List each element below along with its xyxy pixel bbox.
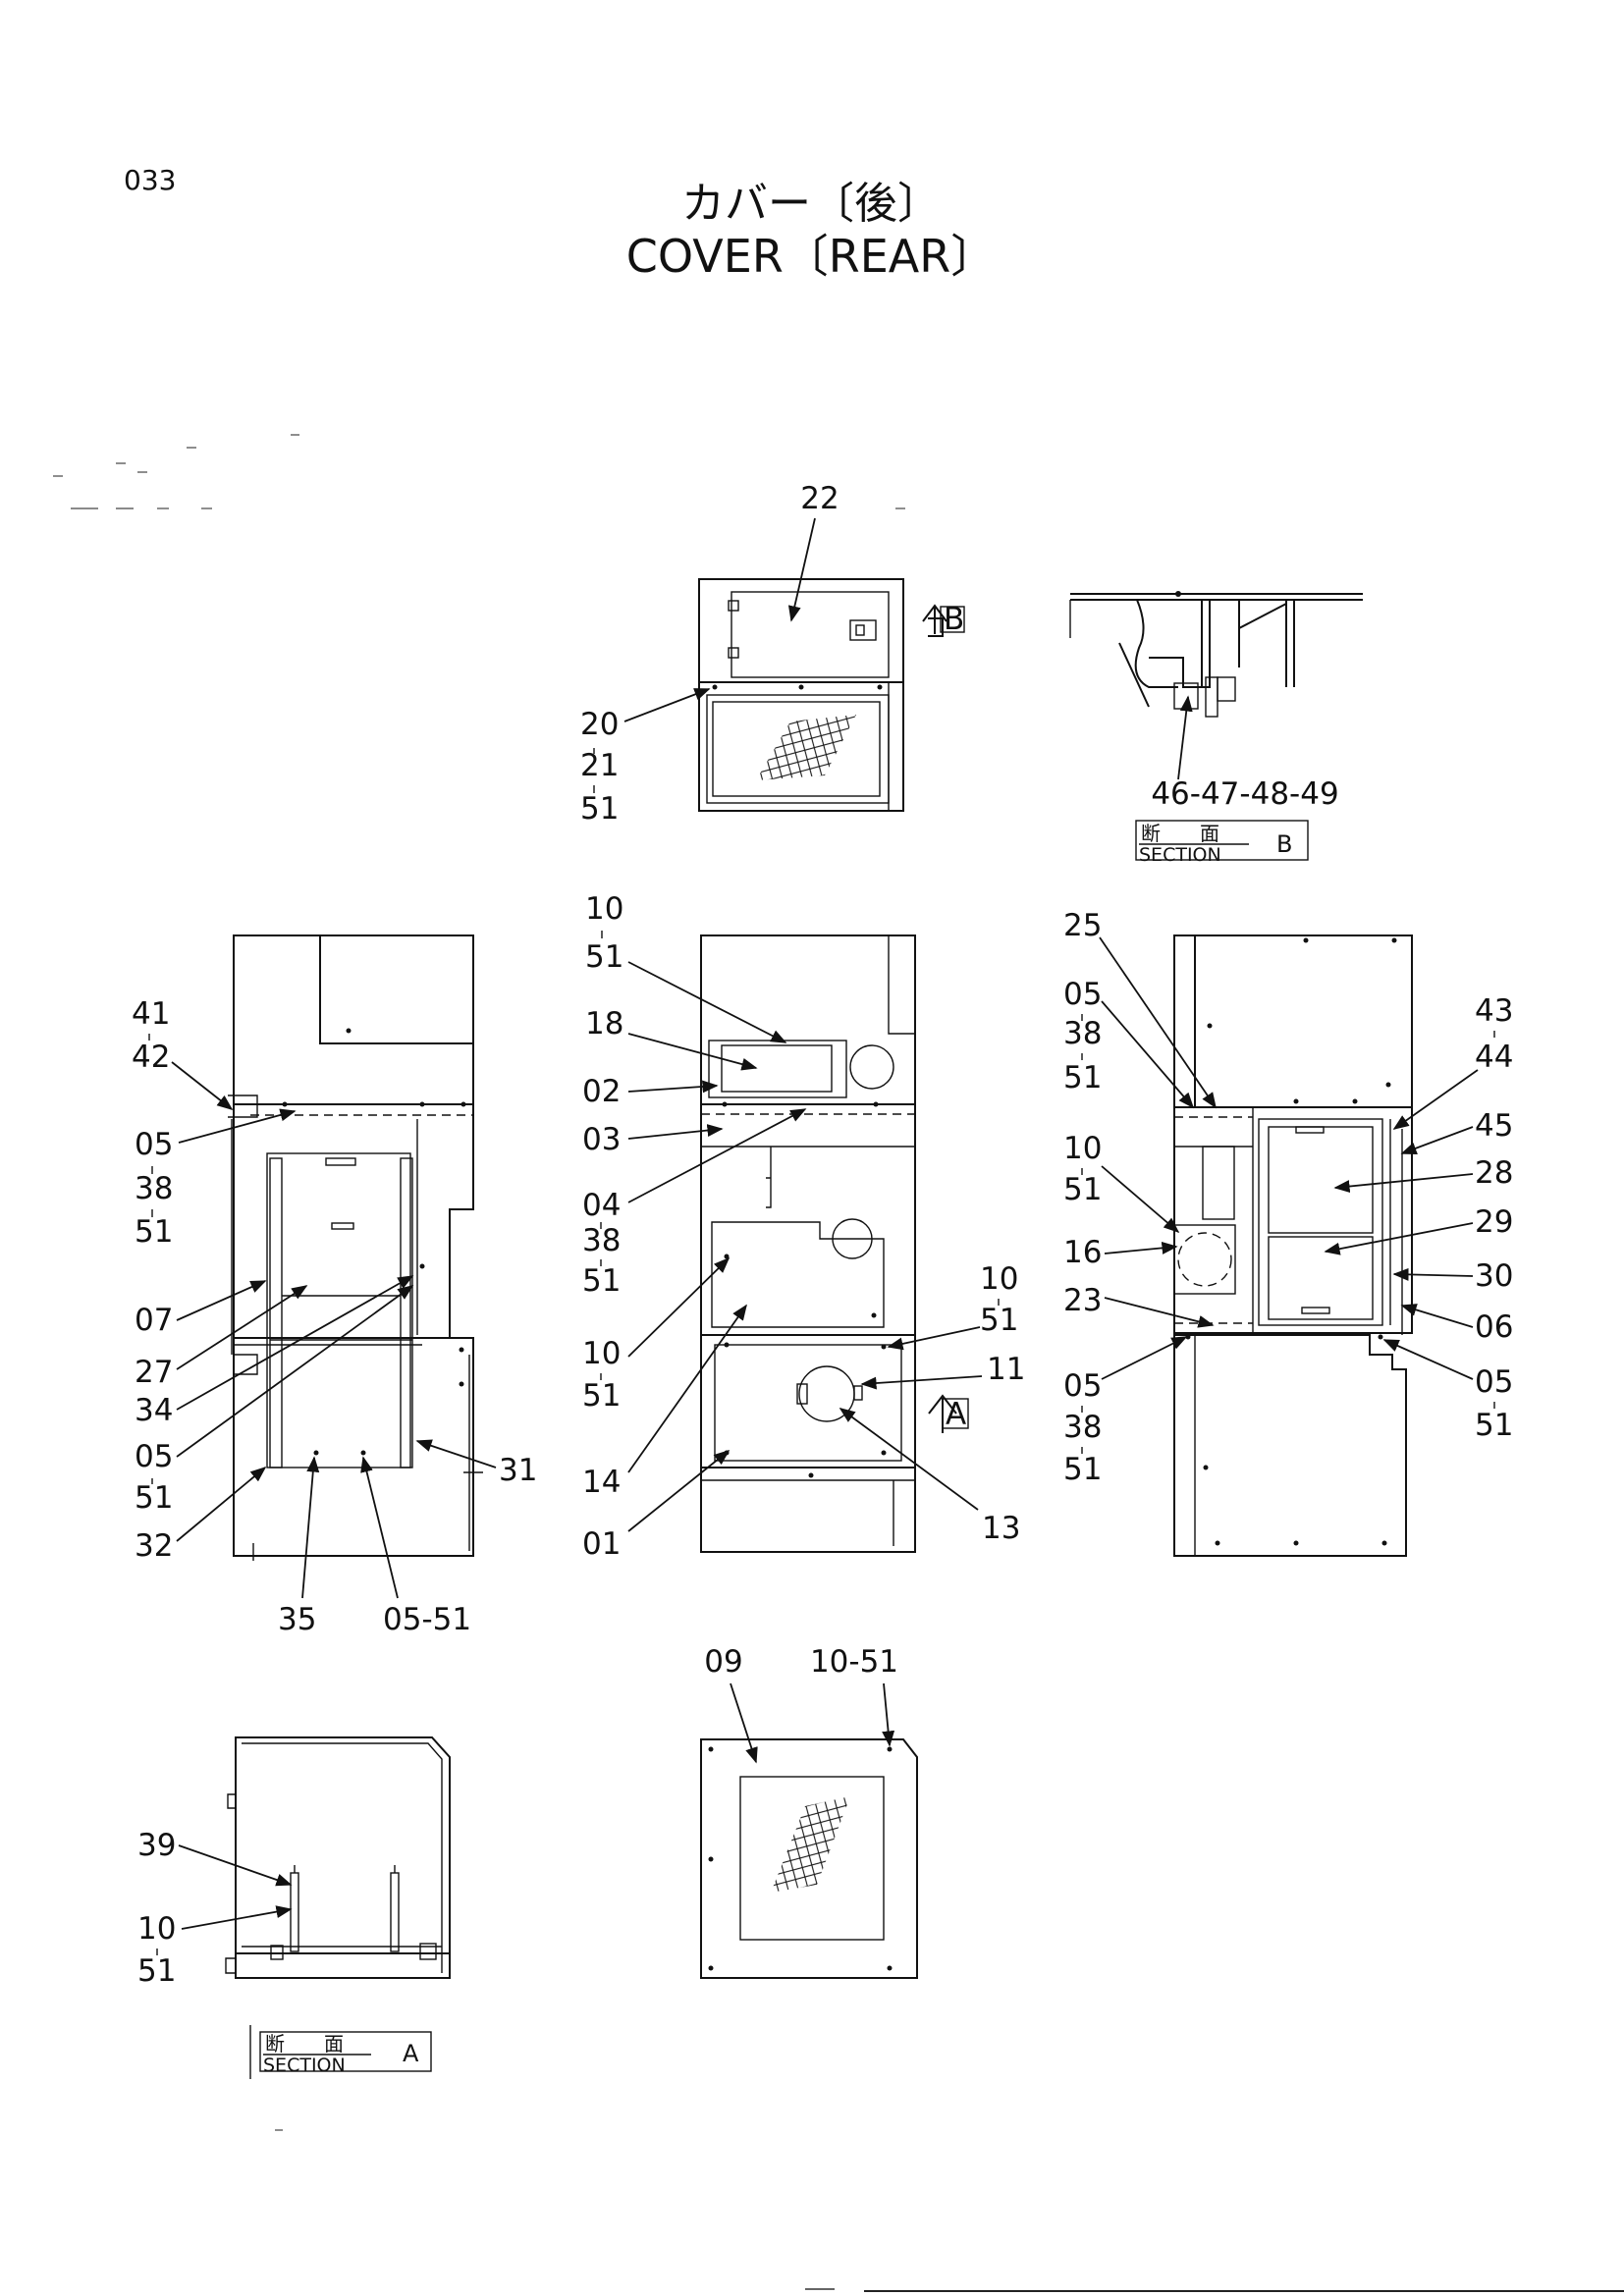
label-51-right-c: 51 [1063, 1452, 1102, 1487]
label-10-center-a: 10 [585, 891, 623, 927]
label-39: 39 [137, 1828, 176, 1863]
scan-edge [805, 2288, 1624, 2292]
label-13: 13 [982, 1511, 1020, 1546]
label-42: 42 [132, 1040, 170, 1075]
section-a-tag-jp: 断 面 [265, 2032, 344, 2056]
scan-specks [53, 434, 905, 2131]
label-23: 23 [1063, 1283, 1102, 1318]
section-b-view: 46-47-48-49 断 面 SECTION B [1069, 591, 1363, 866]
label-51-section-a: 51 [137, 1953, 176, 1989]
label-16: 16 [1063, 1235, 1102, 1270]
label-46-47-48-49: 46-47-48-49 [1151, 776, 1338, 812]
page-code: 033 [124, 164, 176, 196]
section-b-letter: B [1276, 830, 1292, 858]
label-05-right-b: 05 [1063, 1368, 1102, 1404]
section-b-tag-en: SECTION [1139, 844, 1221, 866]
label-31: 31 [499, 1453, 537, 1488]
label-05-left-a: 05 [135, 1127, 173, 1162]
section-a-view: 39 10 51 断 面 SECTION A [137, 1736, 451, 2079]
label-38-right-a: 38 [1063, 1016, 1102, 1051]
section-a-letter: A [403, 2040, 419, 2067]
label-28: 28 [1475, 1155, 1513, 1191]
label-34: 34 [135, 1393, 173, 1428]
label-05-51-left: 05-51 [383, 1602, 471, 1637]
section-b-tag-jp: 断 面 [1141, 822, 1219, 845]
label-21: 21 [580, 748, 619, 783]
label-51-left-b: 51 [135, 1480, 173, 1516]
label-30: 30 [1475, 1258, 1513, 1294]
label-11: 11 [987, 1352, 1025, 1387]
label-51-top: 51 [580, 791, 619, 827]
label-43: 43 [1475, 993, 1513, 1029]
label-44: 44 [1475, 1040, 1513, 1075]
label-45: 45 [1475, 1108, 1513, 1144]
right-rear-view: 25 05 38 51 10 51 16 23 05 38 51 43 44 4… [1063, 908, 1513, 1557]
label-10-section-a: 10 [137, 1911, 176, 1947]
label-38-left: 38 [135, 1171, 173, 1206]
label-10-center-c: 10 [980, 1261, 1018, 1297]
top-panel-view: 22 20 21 51 B [580, 481, 965, 827]
label-41: 41 [132, 996, 170, 1032]
label-09: 09 [704, 1644, 742, 1680]
label-07: 07 [135, 1303, 173, 1338]
left-side-view: 41 42 05 38 51 07 27 34 05 51 32 35 05-5… [132, 934, 537, 1637]
label-51-right-d: 51 [1475, 1408, 1513, 1443]
view-marker-a: A [946, 1397, 966, 1432]
label-51-left-a: 51 [135, 1214, 173, 1250]
title-japanese: カバー〔後〕 [681, 179, 941, 229]
label-38-center: 38 [582, 1223, 621, 1258]
label-32: 32 [135, 1528, 173, 1564]
label-14: 14 [582, 1465, 621, 1500]
label-10-51-bottom: 10-51 [810, 1644, 898, 1680]
label-51-center-a: 51 [585, 939, 623, 975]
label-51-center-d: 51 [980, 1303, 1018, 1338]
label-51-center-b: 51 [582, 1263, 621, 1299]
label-35: 35 [278, 1602, 316, 1637]
label-05-right-a: 05 [1063, 977, 1102, 1012]
section-a-tag-en: SECTION [263, 2055, 346, 2076]
label-51-center-c: 51 [582, 1378, 621, 1414]
label-02: 02 [582, 1074, 621, 1109]
label-51-right-b: 51 [1063, 1172, 1102, 1207]
label-20: 20 [580, 707, 619, 742]
label-10-right: 10 [1063, 1131, 1102, 1166]
label-29: 29 [1475, 1204, 1513, 1240]
center-front-view: 10 51 18 02 03 04 38 51 10 51 14 01 10 5… [582, 891, 1025, 1562]
view-marker-b: B [944, 602, 964, 637]
label-22: 22 [800, 481, 839, 516]
label-18: 18 [585, 1006, 623, 1041]
title-english: COVER〔REAR〕 [626, 230, 996, 283]
label-10-center-b: 10 [582, 1336, 621, 1371]
label-38-right-b: 38 [1063, 1410, 1102, 1445]
label-04: 04 [582, 1188, 621, 1223]
label-06: 06 [1475, 1309, 1513, 1345]
label-51-right-a: 51 [1063, 1060, 1102, 1095]
bottom-panel-view: 09 10-51 [700, 1644, 918, 1979]
label-25: 25 [1063, 908, 1102, 943]
label-01: 01 [582, 1526, 621, 1562]
label-05-left-b: 05 [135, 1439, 173, 1474]
label-03: 03 [582, 1122, 621, 1157]
label-05-right-c: 05 [1475, 1364, 1513, 1400]
label-27: 27 [135, 1355, 173, 1390]
